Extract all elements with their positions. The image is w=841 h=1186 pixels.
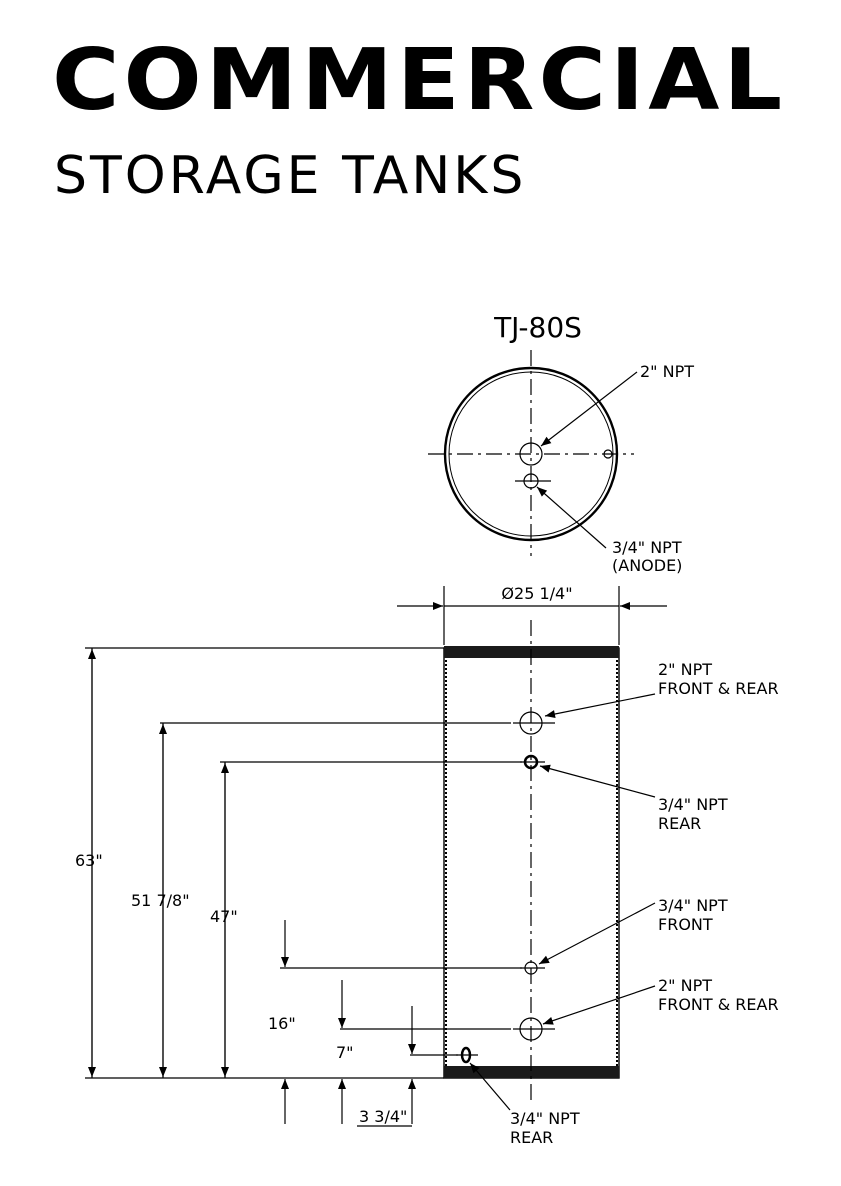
callout-1-line2: FRONT & REAR	[658, 679, 779, 698]
model-label: TJ-80S	[493, 311, 582, 344]
dim-51-7-8: 51 7/8"	[131, 891, 190, 910]
dim-16: 16"	[268, 1014, 296, 1033]
callout-1-line1: 2" NPT	[658, 660, 712, 679]
callout-top-2in: 2" NPT	[640, 362, 694, 381]
dim-47: 47"	[210, 907, 238, 926]
dim-3-3-4: 3 3/4"	[359, 1107, 407, 1126]
top-port-2in	[519, 442, 543, 466]
side-view: 63" 51 7/8" 47" 16" 7" 3 3/4" 2" NPT FRO…	[75, 620, 779, 1147]
callout-4-line1: 2" NPT	[658, 976, 712, 995]
dim-overall: 63"	[75, 851, 103, 870]
callout-2-line1: 3/4" NPT	[658, 795, 728, 814]
page-subtitle: STORAGE TANKS	[54, 146, 527, 206]
callout-4-line2: FRONT & REAR	[658, 995, 779, 1014]
callout-5-line1: 3/4" NPT	[510, 1109, 580, 1128]
callout-5-line2: REAR	[510, 1128, 553, 1147]
diameter-label: Ø25 1/4"	[501, 584, 572, 603]
dim-7: 7"	[336, 1043, 354, 1062]
callout-anode-line2: (ANODE)	[612, 556, 682, 575]
diameter-dimension: Ø25 1/4"	[397, 584, 667, 645]
page-title: COMMERCIAL	[52, 30, 787, 130]
tank-bottom-band	[444, 1066, 619, 1078]
top-small-port	[603, 449, 613, 459]
callout-3-line1: 3/4" NPT	[658, 896, 728, 915]
callout-2-line2: REAR	[658, 814, 701, 833]
top-view: 2" NPT 3/4" NPT (ANODE)	[428, 350, 694, 575]
callout-3-line2: FRONT	[658, 915, 713, 934]
callout-anode-line1: 3/4" NPT	[612, 538, 682, 557]
